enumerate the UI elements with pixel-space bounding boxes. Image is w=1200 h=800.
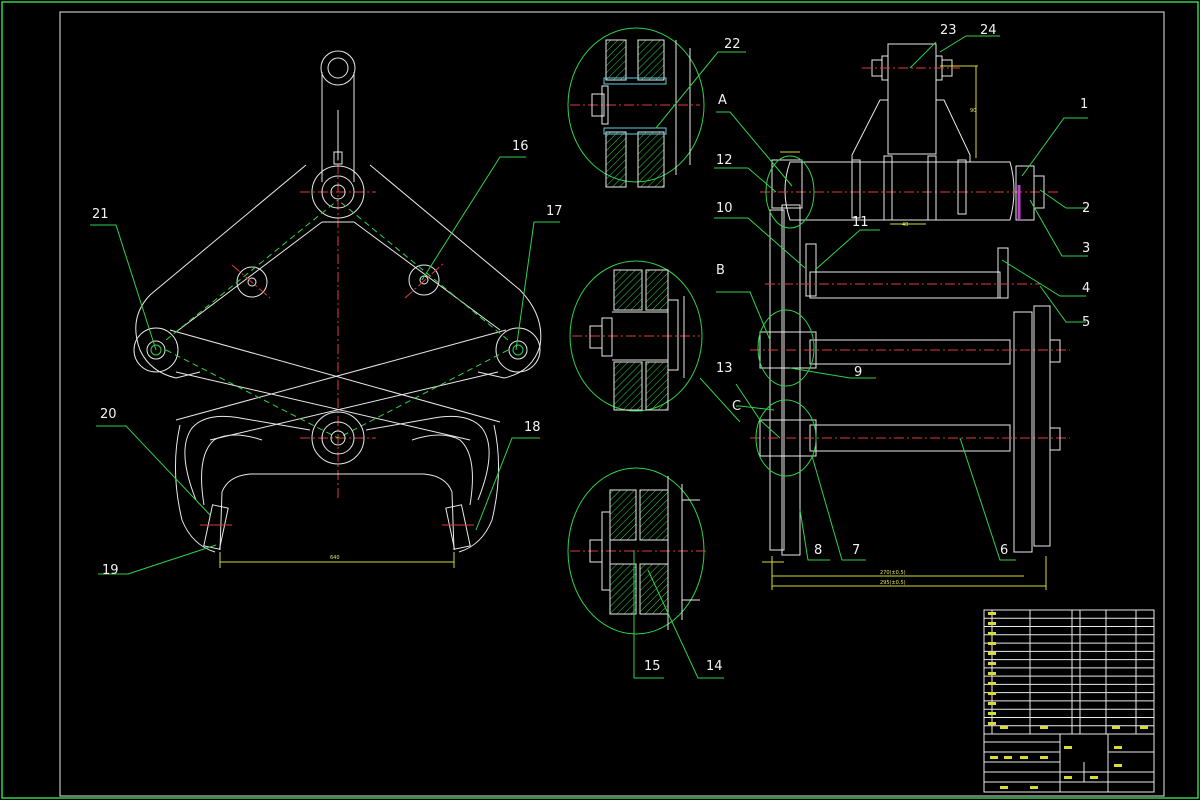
part-label-23: 23 [940,23,957,38]
detail-view-a [567,27,705,188]
part-label-1: 1 [1080,97,1088,112]
title-block-mark [1000,786,1008,789]
detail-view-b [569,260,703,412]
part-label-13: 13 [716,361,733,376]
inner-border [59,11,1165,797]
title-block-mark [1040,756,1048,759]
part-label-9: 9 [854,365,862,380]
detail-view-c [567,467,708,635]
title-block-mark [988,612,996,615]
view-letter-a: A [718,93,727,108]
leader-lines [90,35,1088,679]
part-label-12: 12 [716,153,733,168]
title-block-mark [988,702,996,705]
svg-text:90: 90 [970,108,976,114]
part-number-labels: 1 2 3 4 5 6 7 8 9 10 11 12 13 14 15 16 1… [92,23,1090,674]
title-block-mark [988,692,996,695]
title-block-mark [988,722,996,725]
title-block-mark [988,622,996,625]
svg-text:640: 640 [330,555,340,561]
title-block-mark [1004,756,1012,759]
title-block-mark [1064,746,1072,749]
part-label-19: 19 [102,563,119,578]
part-label-14: 14 [706,659,723,674]
part-label-22: 22 [724,37,741,52]
title-block-mark [1112,726,1120,729]
title-block-mark [988,642,996,645]
svg-text:270(±0.5): 270(±0.5) [880,570,906,576]
part-label-6: 6 [1000,543,1008,558]
part-label-10: 10 [716,201,733,216]
title-block-mark [990,756,998,759]
part-label-15: 15 [644,659,661,674]
title-block-mark [988,662,996,665]
view-letter-c: C [732,399,741,414]
part-label-24: 24 [980,23,997,38]
title-block-mark [1114,746,1122,749]
title-block-mark [988,712,996,715]
part-label-8: 8 [814,543,822,558]
side-view-assembly: 90 40 270(±0.5) 295(±0.5) [750,43,1070,590]
part-label-3: 3 [1082,241,1090,256]
title-block [983,609,1155,793]
part-label-18: 18 [524,420,541,435]
part-label-5: 5 [1082,315,1090,330]
part-label-17: 17 [546,204,563,219]
title-block-mark [1000,726,1008,729]
title-block-mark [1020,756,1028,759]
title-block-mark [988,682,996,685]
title-block-mark [1140,726,1148,729]
title-block-mark [1114,764,1122,767]
part-label-4: 4 [1082,281,1090,296]
title-block-mark [1090,776,1098,779]
part-label-2: 2 [1082,201,1090,216]
part-label-7: 7 [852,543,860,558]
title-block-cells [988,612,1148,789]
parts-list-rows [984,617,1154,727]
title-block-mark [1064,776,1072,779]
title-block-mark [988,652,996,655]
svg-text:40: 40 [902,222,908,228]
title-block-mark [1030,786,1038,789]
svg-text:295(±0.5): 295(±0.5) [880,580,906,586]
title-block-mark [988,672,996,675]
title-block-mark [988,632,996,635]
part-label-21: 21 [92,207,109,222]
view-letter-b: B [716,263,725,278]
part-label-16: 16 [512,139,529,154]
title-block-mark [1040,726,1048,729]
front-view-clamp: 640 [133,50,542,568]
part-label-20: 20 [100,407,117,422]
part-label-11: 11 [852,215,869,230]
